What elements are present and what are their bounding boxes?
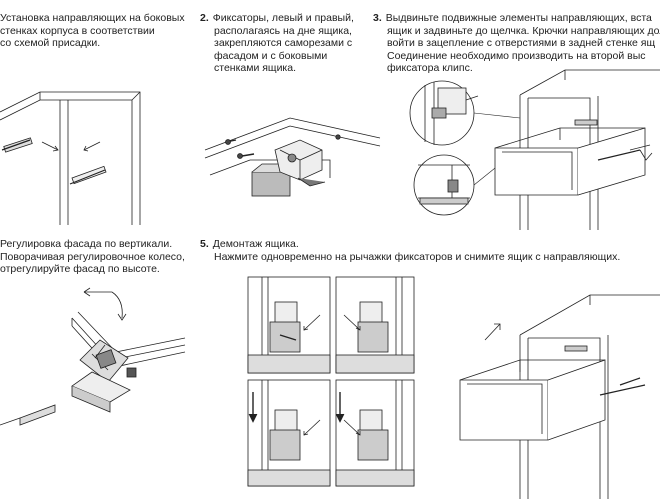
step-1-line-1: Установка направляющих на боковых [0, 12, 185, 24]
step-3-text: 3.Выдвиньте подвижные элементы направляю… [373, 12, 660, 75]
cabinet-runners-illustration [0, 91, 141, 225]
step-4-line-1: Регулировка фасада по вертикали. [0, 238, 173, 250]
step-2-line-1: Фиксаторы, левый и правый, [212, 12, 354, 24]
step-2-line-5: стенками ящика. [214, 62, 297, 75]
step-3-line-3: войти в зацепление с отверстиями в задне… [387, 37, 656, 50]
step-2-text: 2.Фиксаторы, левый и правый, располагаяс… [200, 12, 354, 75]
height-adjust-illustration [0, 287, 186, 426]
step-1-text: Установка направляющих на боковых стенка… [0, 12, 185, 50]
step-3-line-2: ящик и задвиньте до щелчка. Крючки напра… [387, 24, 660, 37]
step-5-line-1: Демонтаж ящика. [212, 238, 299, 250]
step-4-text: Регулировка фасада по вертикали. Поворач… [0, 238, 185, 276]
step-4-line-3: отрегулируйте фасад по высоте. [0, 263, 160, 276]
step-2-line-2: располагаясь на дне ящика, [214, 24, 352, 37]
step-3-line-1: Выдвиньте подвижные элементы направляющи… [385, 12, 652, 24]
drawer-insert-illustration [409, 69, 660, 230]
step-5-line-2: Нажмите одновременно на рычажки фиксатор… [214, 250, 621, 263]
drawer-removal-illustration [459, 294, 660, 499]
step-1-line-2: стенках корпуса в соответствии [0, 24, 155, 37]
step-4-line-2: Поворачивая регулировочное колесо, [0, 250, 185, 263]
step-3-number: 3. [373, 12, 382, 24]
step-2-line-4: фасадом и с боковыми [214, 49, 328, 62]
step-2-line-3: закрепляются саморезами с [214, 37, 353, 50]
step-5-number: 5. [200, 238, 209, 250]
step-2-number: 2. [200, 12, 209, 24]
fixator-mount-illustration [204, 117, 381, 197]
step-3-line-4: Соединение необходимо производить на вто… [387, 49, 646, 62]
removal-panels-illustration [247, 276, 415, 487]
step-5-text: 5.Демонтаж ящика. Нажмите одновременно н… [200, 238, 620, 263]
step-3-line-5: фиксатора клипс. [387, 62, 473, 75]
step-1-line-3: со схемой присадки. [0, 37, 101, 50]
